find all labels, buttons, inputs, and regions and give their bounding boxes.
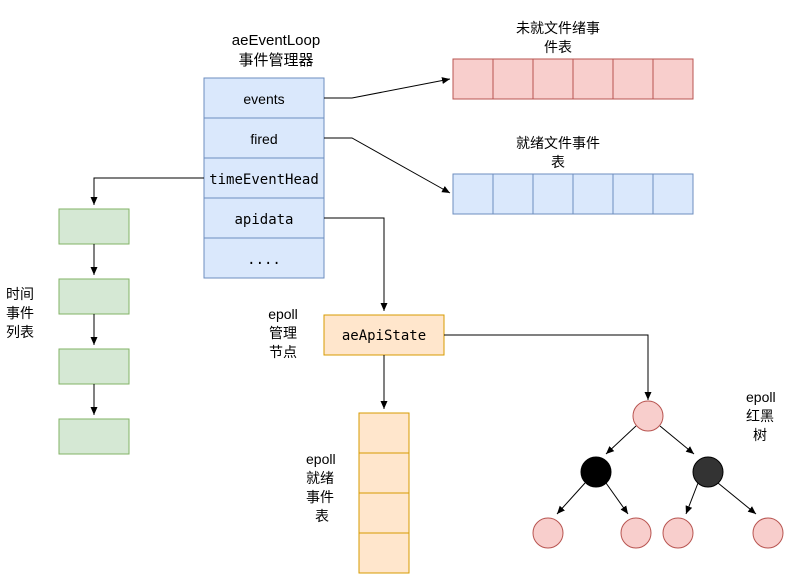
field-apidata-label: apidata [234,212,293,228]
table-cell [358,452,410,494]
tree-node-red [532,517,564,549]
time-event-node [58,418,130,455]
table-cell [652,58,694,100]
api-state-label-2: 管理 [269,325,297,341]
table-cell [358,492,410,534]
events-arrow [324,77,451,99]
registered-events-label-2: 件表 [544,39,572,55]
tree-edge [605,425,637,455]
time-events-label: 时间 [6,286,34,302]
table-cell [358,412,410,454]
fired-events-label: 就绪文件事件 [516,135,600,151]
table-cell [492,58,534,100]
api-state-label-3: 节点 [269,344,297,360]
rb-tree-label-2: 红黑 [746,408,774,424]
event-loop-struct: events fired timeEventHead apidata .... [203,77,325,279]
field-time-event-head-label: timeEventHead [209,172,319,188]
tree-node-red [752,517,784,549]
field-events-label: events [243,91,284,107]
rb-tree-label-3: 树 [753,427,767,443]
tree-edge [717,482,757,515]
table-cell [492,173,534,215]
epoll-ready-label-4: 表 [315,508,329,524]
table-cell [652,173,694,215]
rb-tree-arrow [444,334,652,400]
rb-tree [532,400,784,549]
time-events-label-2: 事件 [6,305,34,321]
field-ellipsis-label: .... [247,252,281,268]
table-cell [452,173,494,215]
time-event-node [58,348,130,385]
table-cell [532,173,574,215]
api-state-node-label: aeApiState [342,328,426,344]
table-cell [452,58,494,100]
field-ellipsis-box [203,237,325,279]
apidata-arrow [324,217,388,311]
time-event-head-arrow [90,177,204,205]
field-fired-box [203,117,325,159]
field-events-box [203,77,325,119]
field-time-event-head-box [203,157,325,199]
time-events-list [58,208,130,455]
field-fired-label: fired [250,131,277,147]
table-cell [572,173,614,215]
tree-edge [659,425,695,455]
registered-events-label: 未就文件绪事 [516,20,600,36]
table-cell [532,58,574,100]
fired-arrow [324,137,451,194]
time-events-label-3: 列表 [6,324,34,340]
epoll-ready-label: epoll [306,451,336,467]
api-state-label: epoll [268,306,298,322]
table-cell [572,58,614,100]
tree-node-red [620,517,652,549]
tree-node-black [692,456,724,488]
table-cell [612,58,654,100]
epoll-ready-label-2: 就绪 [306,470,334,486]
epoll-ready-label-3: 事件 [306,489,334,505]
event-loop-subtitle: 事件管理器 [238,52,313,69]
time-event-node [58,208,130,245]
fired-events-label-2: 表 [551,154,565,170]
table-cell [358,532,410,574]
tree-node-root [632,400,664,432]
registered-events-table [452,58,694,100]
tree-edge [685,482,699,515]
tree-edge [556,482,586,515]
time-event-node [58,278,130,315]
tree-node-black [580,456,612,488]
rb-tree-label: epoll [746,389,776,405]
table-cell [612,173,654,215]
tree-edge [605,482,629,515]
event-loop-title: aeEventLoop [232,32,320,49]
fired-events-table [452,173,694,215]
tree-node-red [662,517,694,549]
epoll-ready-table [358,412,410,574]
